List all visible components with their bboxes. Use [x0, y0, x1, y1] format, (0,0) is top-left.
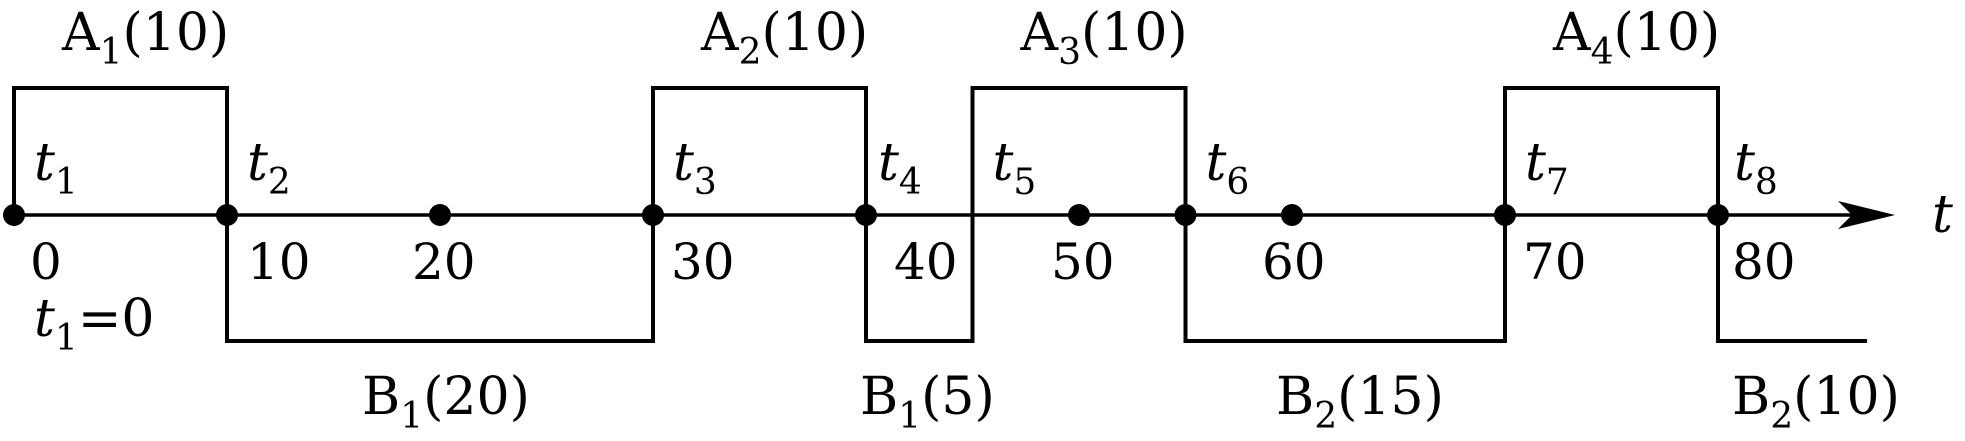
upper-phase-label-2-value: (10) [761, 3, 868, 63]
event-label-7: t7 [1525, 133, 1569, 203]
upper-phase-label-1-main: A [61, 3, 101, 63]
event-label-6-main: t [1206, 133, 1227, 193]
tick-label: 10 [247, 233, 311, 291]
event-label-1-main: t [34, 133, 55, 193]
lower-phase-label-3-value: (15) [1337, 367, 1444, 427]
tick-label: 50 [1051, 233, 1115, 291]
upper-phase-label-3-main: A [1020, 3, 1060, 63]
upper-phase-label-2-sub: 2 [739, 32, 762, 73]
tick-label: 0 [30, 233, 62, 291]
initial-condition-eq: =0 [78, 289, 155, 349]
phase-labels: A1(10)A2(10)A3(10)A4(10)B1(20)B1(5)B2(15… [61, 3, 1900, 437]
time-point-markers [3, 204, 1729, 226]
tick-label: 60 [1262, 233, 1326, 291]
tick-label: 80 [1732, 233, 1796, 291]
upper-phase-label-4: A4(10) [1552, 3, 1720, 73]
time-point-dot [216, 204, 238, 226]
tick-labels: 0 10 20 30 40 50 60 70 80 [30, 233, 1796, 291]
event-label-5: t5 [993, 133, 1037, 203]
event-label-5-main: t [993, 133, 1014, 193]
event-label-6-sub: 6 [1226, 162, 1249, 203]
lower-phase-label-2: B1(5) [860, 367, 995, 437]
time-point-dot [1068, 204, 1090, 226]
event-label-8-sub: 8 [1755, 162, 1778, 203]
upper-phase-label-3: A3(10) [1020, 3, 1188, 73]
time-point-dot [3, 204, 25, 226]
event-label-8: t8 [1734, 133, 1778, 203]
lower-phase-label-4-sub: 2 [1770, 396, 1793, 437]
event-label-8-main: t [1734, 133, 1755, 193]
upper-phase-label-4-main: A [1552, 3, 1592, 63]
time-point-dot [855, 204, 877, 226]
time-axis-arrowhead [1838, 201, 1895, 229]
event-label-6: t6 [1206, 133, 1250, 203]
lower-phase-label-1-main: B [362, 367, 400, 427]
event-label-3-main: t [673, 133, 694, 193]
initial-condition-sub: 1 [55, 318, 78, 359]
lower-phase-label-2-value: (5) [921, 367, 995, 427]
event-label-4-main: t [878, 133, 899, 193]
event-label-1: t1 [34, 133, 78, 203]
upper-phase-label-1: A1(10) [61, 3, 229, 73]
upper-phase-label-1-value: (10) [122, 3, 229, 63]
tick-label: 70 [1523, 233, 1587, 291]
time-point-dot [642, 204, 664, 226]
time-point-dot [1494, 204, 1516, 226]
upper-phase-label-2: A2(10) [700, 3, 868, 73]
event-label-7-sub: 7 [1546, 162, 1569, 203]
initial-condition-label: t1=0 [34, 289, 154, 359]
tick-label: 20 [412, 233, 476, 291]
event-label-3: t3 [673, 133, 717, 203]
event-label-1-sub: 1 [55, 162, 78, 203]
lower-phase-label-3: B2(15) [1276, 367, 1444, 437]
time-point-dot [1174, 204, 1197, 226]
upper-phase-label-3-value: (10) [1081, 3, 1188, 63]
time-point-dot [1281, 204, 1303, 226]
lower-phase-label-3-sub: 2 [1314, 396, 1337, 437]
event-label-2-sub: 2 [268, 162, 291, 203]
lower-phase-label-1-value: (20) [423, 367, 530, 427]
event-label-7-main: t [1525, 133, 1546, 193]
upper-phase-label-2-main: A [700, 3, 740, 63]
tick-label: 40 [894, 233, 958, 291]
event-label-4-sub: 4 [899, 162, 922, 203]
lower-phase-label-4: B2(10) [1732, 367, 1900, 437]
lower-phase-label-1-sub: 1 [400, 396, 423, 437]
time-point-dot [429, 204, 451, 226]
initial-condition-var: t [34, 289, 55, 349]
time-axis-label: t [1932, 185, 1953, 245]
upper-phase-label-1-sub: 1 [100, 32, 123, 73]
lower-phase-label-4-value: (10) [1793, 367, 1900, 427]
lower-phase-label-1: B1(20) [362, 367, 530, 437]
upper-phase-label-4-sub: 4 [1591, 32, 1614, 73]
phase-waveform [12, 86, 1868, 343]
event-label-5-sub: 5 [1013, 162, 1036, 203]
event-label-4: t4 [878, 133, 922, 203]
event-label-2: t2 [247, 133, 291, 203]
lower-phase-label-3-main: B [1276, 367, 1314, 427]
event-label-2-main: t [247, 133, 268, 193]
lower-phase-label-2-sub: 1 [898, 396, 921, 437]
upper-phase-label-4-value: (10) [1613, 3, 1720, 63]
time-point-dot [1707, 204, 1729, 226]
upper-phase-label-3-sub: 3 [1058, 32, 1081, 73]
tick-label: 30 [671, 233, 735, 291]
event-label-3-sub: 3 [694, 162, 717, 203]
lower-phase-label-2-main: B [860, 367, 898, 427]
lower-phase-label-4-main: B [1732, 367, 1770, 427]
